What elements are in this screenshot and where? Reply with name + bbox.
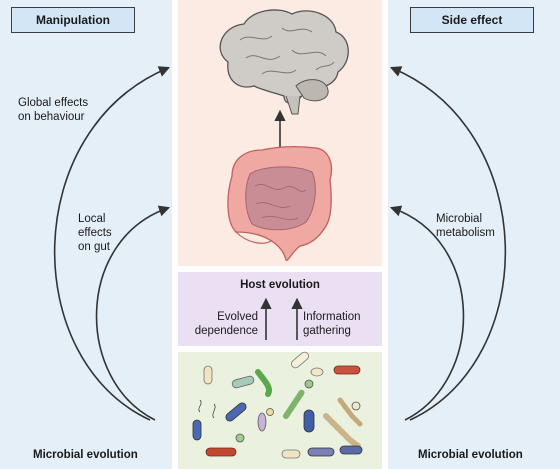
manipulation-panel bbox=[0, 0, 172, 469]
local-effects-label-line2: effects bbox=[78, 227, 112, 239]
microbial-metabolism-label: Microbial metabolism bbox=[436, 212, 495, 240]
manipulation-title: Manipulation bbox=[11, 7, 135, 33]
side-effect-title: Side effect bbox=[410, 7, 534, 33]
brain-icon bbox=[219, 9, 349, 115]
intestine-icon bbox=[227, 146, 333, 261]
information-gathering-line2: gathering bbox=[303, 325, 351, 337]
side-effect-global-arrow bbox=[389, 66, 507, 421]
local-effects-arrow bbox=[95, 205, 171, 421]
host-evolution-title: Host evolution bbox=[240, 279, 320, 291]
right-microbial-evolution-label: Microbial evolution bbox=[418, 449, 523, 461]
global-effects-label: Global effects on behaviour bbox=[18, 96, 88, 124]
local-effects-label: Local effects on gut bbox=[78, 212, 112, 254]
information-gathering-label: Information gathering bbox=[303, 310, 361, 338]
global-effects-label-line1: Global effects bbox=[18, 97, 89, 109]
host-evolution-panel bbox=[178, 272, 382, 346]
local-effects-label-line1: Local bbox=[78, 213, 106, 225]
evolved-dependence-line2: dependence bbox=[194, 325, 258, 337]
microbial-metabolism-arrow bbox=[389, 205, 465, 421]
microbial-metabolism-label-line1: Microbial bbox=[436, 213, 483, 225]
microbial-metabolism-label-line2: metabolism bbox=[436, 227, 495, 239]
side-effect-panel bbox=[388, 0, 560, 469]
information-gathering-line1: Information bbox=[303, 311, 361, 323]
left-microbial-evolution-label: Microbial evolution bbox=[33, 449, 138, 461]
global-effects-label-line2: on behaviour bbox=[18, 111, 85, 123]
evolved-dependence-line1: Evolved bbox=[217, 311, 258, 323]
local-effects-label-line3: on gut bbox=[78, 241, 110, 253]
global-effects-arrow bbox=[53, 66, 171, 421]
evolved-dependence-label: Evolved dependence bbox=[186, 310, 258, 338]
microbes-illustration bbox=[192, 351, 363, 459]
